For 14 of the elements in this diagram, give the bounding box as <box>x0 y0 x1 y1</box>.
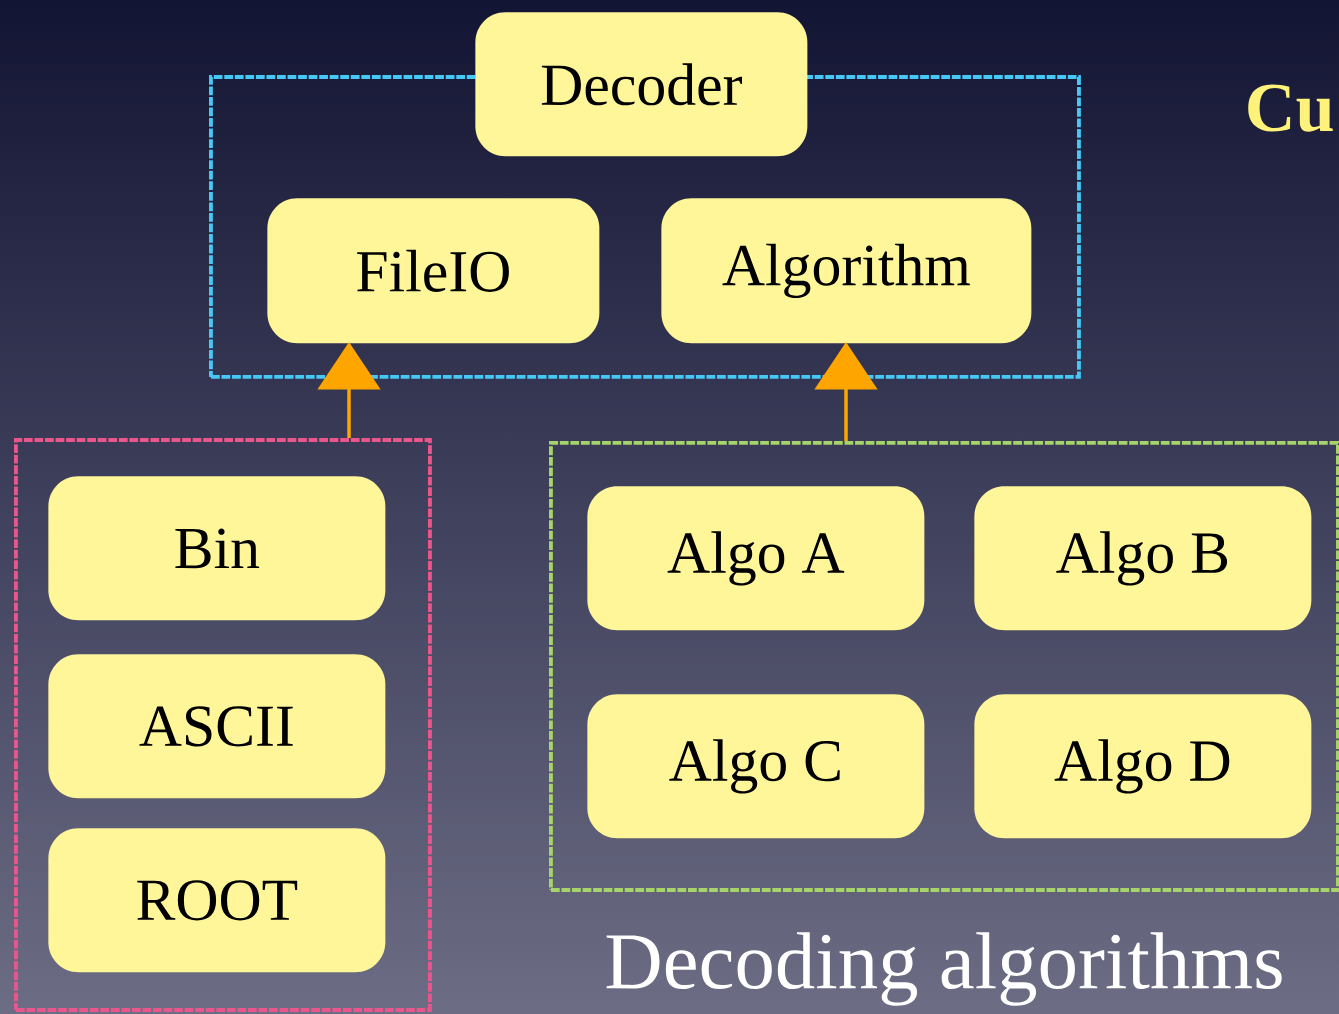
process-box: ASCII <box>48 654 386 799</box>
group-frame <box>14 438 432 1012</box>
group-frame <box>549 441 1339 892</box>
process-box: Bin <box>48 476 386 621</box>
node-label: Decoding algorithms <box>606 932 1282 1006</box>
process-box: ROOT <box>48 828 386 973</box>
process-box: FileIO <box>267 198 600 344</box>
process-box: Algorithm <box>661 198 1032 344</box>
heading: Cu <box>1248 84 1333 132</box>
process-box: Algo C <box>587 694 925 839</box>
process-box: Decoder <box>475 12 808 157</box>
process-box: Algo B <box>974 486 1312 631</box>
process-box: Algo D <box>974 694 1312 839</box>
process-box: Algo A <box>587 486 925 631</box>
